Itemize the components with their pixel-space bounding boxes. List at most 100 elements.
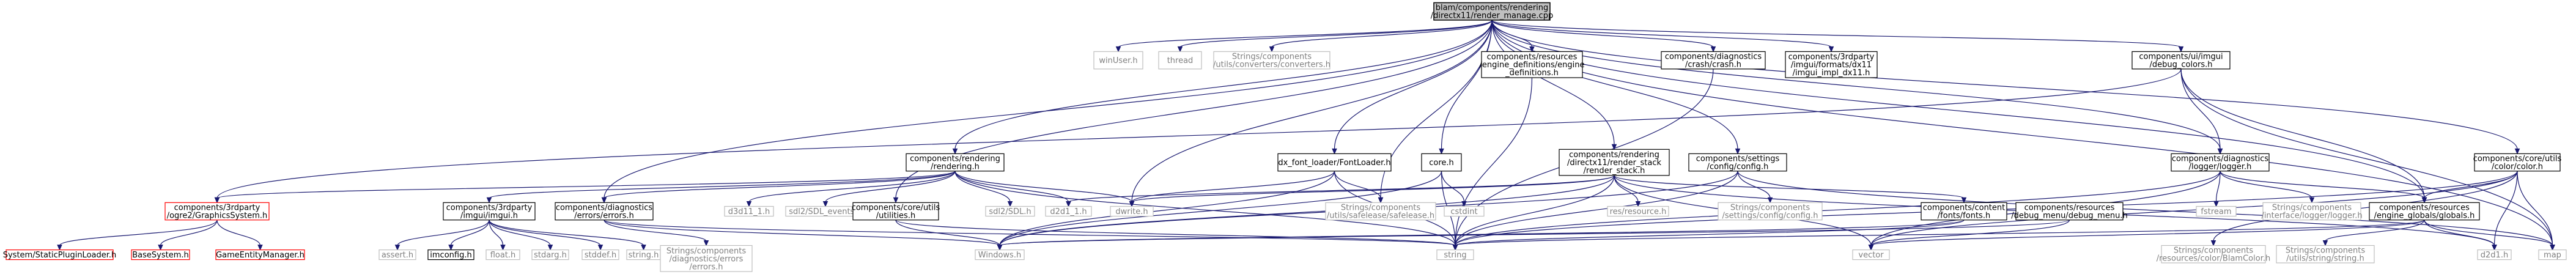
node-box (581, 249, 619, 260)
node-basesystem[interactable]: BaseSystem.h (131, 249, 190, 260)
arrowhead-root-to-engine_defs (1529, 46, 1535, 53)
edge-root-to-core (1441, 20, 1493, 150)
node-box (1045, 205, 1092, 217)
edge-root-to-debug_colors (1491, 20, 2182, 48)
node-box (1852, 249, 1890, 260)
node-debug_colors[interactable]: components/ui/imgui/debug_colors.h (2131, 51, 2231, 70)
arrowhead-root-to-color (2514, 148, 2520, 155)
node-label: components/core/utils (852, 204, 940, 213)
node-imconfig[interactable]: imconfig.h (427, 249, 474, 260)
node-label: components/ui/imgui (2139, 53, 2223, 62)
arrowhead-globals-to-d2d1 (2492, 245, 2497, 251)
edge-logger-to-globals (2220, 171, 2425, 199)
edge-color-to-blamcolor (2213, 171, 2518, 242)
arrowhead-rendering-to-d3d11 (746, 201, 752, 207)
node-rendering[interactable]: components/rendering/rendering.h (906, 153, 1005, 172)
node-label: /imgui/formats/dx11 (1791, 61, 1872, 70)
node-label: stddef.h (585, 251, 616, 260)
nodes-layer: blam/components/rendering/directx11/rend… (3, 2, 2567, 272)
node-logger[interactable]: components/diagnostics/logger/logger.h (2171, 153, 2270, 172)
arrowhead-color-to-blamcolor (2210, 240, 2216, 246)
edge-imgui-to-stringh (489, 220, 644, 246)
edge-root-to-fontloader (1334, 20, 1493, 150)
edge-root-to-render_stack (1491, 20, 1615, 146)
node-label: components/rendering (910, 155, 1000, 164)
arrowhead-g2d-to-gameentity (257, 245, 263, 251)
arrowhead-root-to-core (1439, 148, 1444, 155)
node-label: /debug_menu/debug_menu.h (2011, 212, 2127, 221)
edge-config-to-string (1455, 171, 1738, 246)
node-box (2262, 202, 2361, 221)
node-gameentity[interactable]: GameEntityManager.h (215, 249, 305, 260)
edge-debug_colors-to-map (2180, 68, 2553, 246)
node-box (1433, 2, 1551, 21)
node-sdl2: sdl2/SDL.h (985, 205, 1035, 217)
node-stringh: string.h (626, 249, 661, 260)
node-debug_menu[interactable]: components/resources/debug_menu/debug_me… (2011, 202, 2128, 221)
node-label: res/resource.h (1610, 207, 1667, 216)
node-fonts[interactable]: components/content/fonts/fonts.h (1921, 202, 2007, 221)
edge-fonts-to-string (1455, 220, 1965, 246)
node-box (555, 202, 654, 221)
arrowhead-root-to-winuser (1115, 46, 1121, 53)
node-box (2171, 153, 2270, 172)
node-core[interactable]: core.h (1421, 153, 1462, 172)
node-globals[interactable]: components/resources/engine_globals/glob… (2369, 202, 2480, 221)
node-label: core.h (1429, 158, 1454, 168)
arrowhead-config-to-config_src (1767, 197, 1773, 204)
node-logger_src: Strings/components/interface/logger/logg… (2261, 202, 2363, 221)
node-root[interactable]: blam/components/rendering/directx11/rend… (1431, 2, 1553, 21)
arrowhead-render_stack-to-dwrite (1129, 201, 1135, 207)
node-box (975, 249, 1025, 260)
node-config[interactable]: components/settings/config/config.h (1688, 153, 1787, 172)
edge-logger-to-logger_src (2220, 171, 2312, 199)
node-box (724, 205, 774, 217)
node-engine_defs[interactable]: components/resources/engine_definitions/… (1480, 51, 1585, 78)
node-label: Strings/components (1232, 53, 1312, 62)
edge-debug_colors-to-globals (2180, 68, 2425, 199)
node-box (985, 205, 1035, 217)
arrowhead-fontloader-to-safelease (1378, 197, 1384, 204)
edge-rendering-to-string (954, 171, 1456, 246)
node-crash[interactable]: components/diagnostics/crash/crash.h (1661, 51, 1766, 70)
node-box (1481, 51, 1583, 78)
node-color[interactable]: components/core/utils/color/color.h (2473, 153, 2562, 172)
node-imgui[interactable]: components/3rdparty/imgui/imgui.h (443, 202, 536, 221)
node-label: /engine_globals/globals.h (2374, 212, 2475, 221)
node-render_stack[interactable]: components/rendering/directx11/render_st… (1559, 149, 1670, 176)
edge-debug_menu-to-vector (1870, 220, 2070, 246)
node-utilities[interactable]: components/core/utils/utilities.h (852, 202, 940, 221)
arrowhead-imgui-to-imconfig (448, 245, 454, 251)
node-box (1607, 205, 1669, 217)
edge-config-to-map (1737, 171, 2553, 246)
edge-g2d-to-basesystem (160, 220, 218, 246)
node-box (427, 249, 474, 260)
edge-rendering-to-errors (603, 171, 956, 199)
node-imgui_dx11[interactable]: components/3rdparty/imgui/formats/dx11/i… (1785, 51, 1878, 78)
node-box (485, 249, 520, 260)
node-label: /color/color.h (2492, 163, 2543, 172)
node-stringutils: Strings/components/utils/string/string.h (2276, 245, 2375, 264)
node-label: components/settings (1696, 155, 1780, 164)
node-winuser: winUser.h (1093, 51, 1143, 70)
arrowhead-root-to-utilities (893, 197, 899, 204)
node-box (1110, 205, 1154, 217)
node-errors[interactable]: components/diagnostics/errors/errors.h (555, 202, 654, 221)
edge-g2d-to-staticplugin (59, 220, 218, 246)
edge-root-to-safelease (1380, 20, 1493, 199)
arrowhead-debug_menu-to-windows (997, 245, 1003, 251)
node-box (2369, 202, 2480, 221)
node-box (1688, 153, 1787, 172)
arrowhead-root-to-config (1735, 148, 1741, 155)
node-staticplugin[interactable]: System/StaticPluginLoader.h (3, 249, 117, 260)
node-box (2015, 202, 2124, 221)
arrowhead-g2d-to-basesystem (158, 245, 163, 251)
edge-render_stack-to-fonts (1614, 175, 1965, 199)
edge-rendering-to-sdl2 (954, 171, 1011, 202)
node-label: /config/config.h (1707, 163, 1769, 172)
node-fontloader[interactable]: dx_font_loader/FontLoader.h (1277, 153, 1392, 172)
arrowhead-logger-to-logger_src (2309, 197, 2315, 204)
node-box (906, 153, 1005, 172)
node-g2d[interactable]: components/3rdparty/ogre2/GraphicsSystem… (164, 202, 270, 221)
